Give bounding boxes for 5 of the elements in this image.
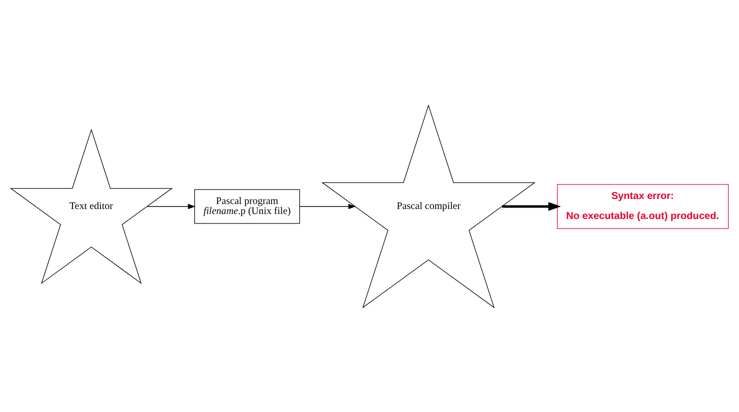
arrow — [146, 203, 196, 209]
node-box: Pascal program filename.p (Unix file) — [194, 188, 300, 224]
arrow — [502, 202, 561, 210]
arrow — [300, 203, 356, 209]
node-box: Syntax error: No executable (a.out) produced. — [556, 184, 729, 228]
